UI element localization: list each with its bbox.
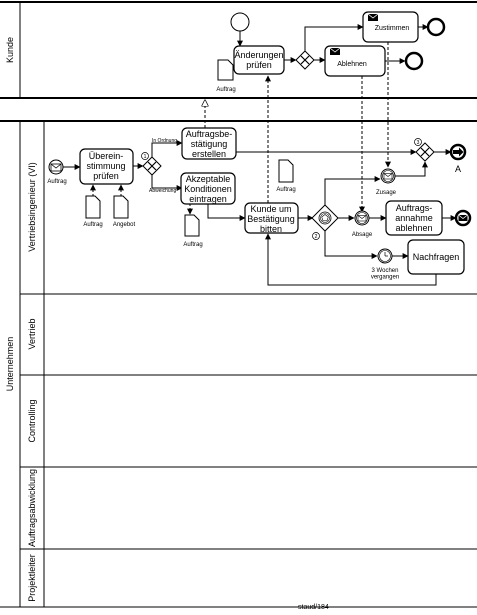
task-approve: Zustimmen (362, 11, 419, 43)
document-order-customer: Auftrag (216, 59, 236, 93)
flow-in-order (151, 140, 183, 157)
end-event-link-label: A (455, 164, 461, 174)
document-order-conditions-label: Auftrag (183, 242, 202, 248)
gateway-xor-end (415, 142, 435, 162)
document-order: Auftrag (83, 195, 103, 228)
end-event-reject (404, 51, 424, 71)
flow-in-order-label: In Ordnung (152, 138, 177, 144)
pool-company: Unternehmen Vertriebsingenieur (VI) Vert… (0, 120, 477, 608)
flow-deviation (151, 175, 183, 191)
document-order-conditions: Auftrag (183, 214, 203, 248)
task-inquire-label: Nachfragen (413, 252, 460, 262)
task-approve-label: Zustimmen (375, 25, 410, 32)
task-reject-label: Ablehnen (337, 61, 367, 68)
marker-2-label: 2 (315, 234, 318, 240)
start-event-message: Auftrag (47, 159, 67, 185)
task-reject: Ablehnen (324, 45, 386, 77)
document-offer-label: Angebot (113, 222, 136, 228)
event-acceptance: Zusage (376, 168, 397, 196)
pool-company-label: Unternehmen (5, 337, 15, 392)
document-order-customer-label: Auftrag (216, 87, 235, 93)
end-event-link: A (449, 143, 467, 174)
pool-customer: Kunde (0, 1, 477, 99)
document-order-start-label: Auftrag (47, 179, 66, 185)
pool-customer-label: Kunde (5, 37, 15, 63)
marker-1-label: 1 (144, 154, 147, 160)
flow-gateway-to-acceptance (324, 176, 381, 205)
marker-3-label: 3 (417, 140, 420, 146)
event-based-gateway (311, 204, 339, 232)
end-event-approve (426, 17, 446, 37)
flow-doc-to-check (232, 65, 235, 69)
lane-sales-label: Vertrieb (27, 318, 37, 349)
lane-sales-engineer-label: Vertriebsingenieur (VI) (27, 162, 37, 252)
lane-order-processing-label: Auftragsabwicklung (27, 469, 37, 547)
flow-gateway-to-approve (304, 24, 364, 51)
flow-conditions-to-ask (207, 204, 246, 221)
start-event-customer (230, 12, 250, 32)
document-offer: Angebot (113, 195, 136, 228)
document-order-mid-label: Auftrag (276, 187, 295, 193)
flow-inquire-loop-back (265, 233, 437, 286)
gateway-xor-customer (295, 50, 315, 70)
flow-deviation-label: Abweichung (149, 188, 176, 194)
task-inquire: Nachfragen (407, 239, 465, 275)
event-acceptance-label: Zusage (376, 190, 397, 196)
event-rejection: Absage (352, 210, 373, 238)
flow-acceptance-to-gateway (395, 161, 428, 177)
lane-project-lead-label: Projektleiter (27, 554, 37, 602)
marker-3: 3 (414, 138, 422, 146)
flow-gateway-to-timer (324, 231, 378, 259)
event-rejection-label: Absage (352, 232, 373, 238)
marker-2: 2 (312, 232, 320, 240)
document-order-label: Auftrag (83, 222, 102, 228)
lane-controlling-label: Controlling (27, 399, 37, 442)
document-order-mid: Auftrag (276, 159, 296, 193)
marker-1: 1 (141, 152, 149, 160)
end-event-message (454, 209, 472, 227)
footer-source: staud/184 (298, 604, 329, 611)
